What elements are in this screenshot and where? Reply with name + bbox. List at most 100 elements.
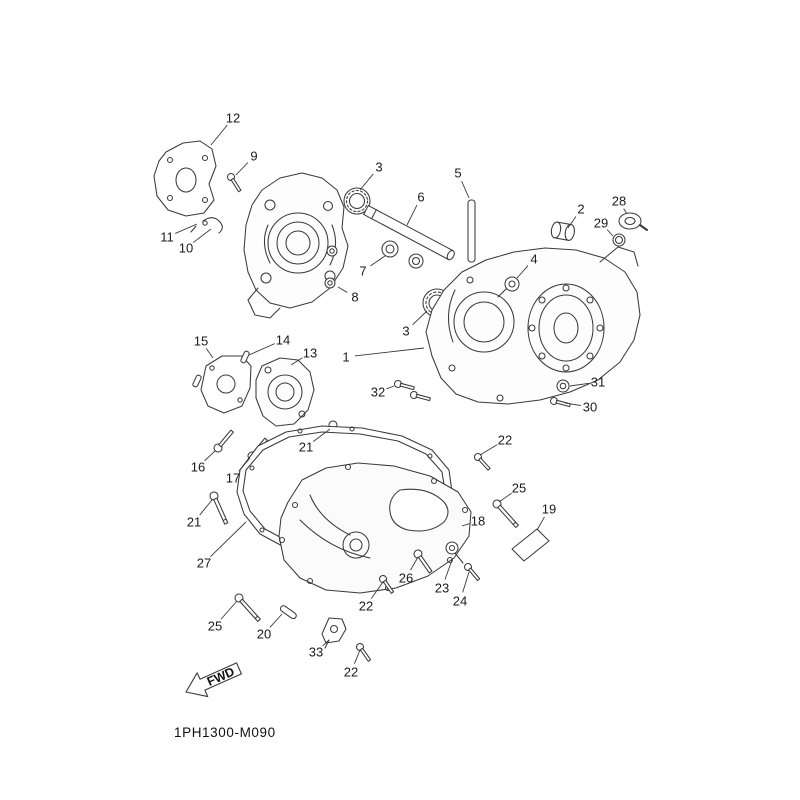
callout-leader xyxy=(564,402,582,407)
bolts-8-drawing xyxy=(324,245,338,289)
callout-label: 7 xyxy=(359,264,366,279)
washer-31-drawing xyxy=(556,379,570,393)
callout-label: 31 xyxy=(591,375,605,390)
callout-label: 27 xyxy=(197,556,211,571)
callout-leader xyxy=(567,216,577,229)
key-23-drawing xyxy=(445,541,464,564)
callout-leader xyxy=(370,581,384,599)
callout-label: 29 xyxy=(594,216,608,231)
washer-7-drawing xyxy=(381,240,424,269)
callout-label: 3 xyxy=(402,324,409,339)
fwd-arrow-outline xyxy=(185,662,242,698)
studs-14-drawing xyxy=(192,350,250,388)
callout-label: 28 xyxy=(612,194,626,209)
callout-label: 12 xyxy=(226,111,240,126)
bolt-24-drawing xyxy=(462,561,482,583)
callout-leader xyxy=(444,559,453,580)
callout-leader xyxy=(461,181,470,199)
callout-label: 5 xyxy=(454,166,461,181)
callout-label: 25 xyxy=(208,619,222,634)
bolt-30-drawing xyxy=(549,396,572,410)
callout-leader xyxy=(312,428,331,442)
callout-label: 19 xyxy=(542,502,556,517)
callout-leader xyxy=(536,516,545,531)
bolts-32-drawing xyxy=(393,379,432,404)
clamp-4-drawing xyxy=(497,276,520,298)
callout-leader xyxy=(386,385,395,390)
callout-label: 30 xyxy=(583,400,597,415)
callout-label: 8 xyxy=(351,290,358,305)
callout-label: 16 xyxy=(191,460,205,475)
bolt-22a-drawing xyxy=(472,451,493,473)
shaft-6-drawing xyxy=(363,205,455,261)
callout-label: 6 xyxy=(417,190,424,205)
callout-leader xyxy=(353,649,361,664)
callout-leader xyxy=(479,444,498,456)
callout-label: 22 xyxy=(498,433,512,448)
callout-leader xyxy=(406,204,418,226)
callout-label: 11 xyxy=(160,230,174,245)
bolt-21-left-drawing xyxy=(208,490,231,526)
callout-leader xyxy=(359,173,374,191)
fwd-label: FWD xyxy=(205,665,237,689)
part-code-text: 1PH1300-M090 xyxy=(174,725,276,740)
callout-label: 24 xyxy=(453,594,467,609)
callout-label: 21 xyxy=(187,515,201,530)
pin-5-drawing xyxy=(467,199,476,263)
bolt-16-drawing xyxy=(211,428,236,455)
gasket-15-drawing xyxy=(200,355,252,414)
callout-label: 14 xyxy=(276,333,290,348)
callout-leader xyxy=(354,347,425,357)
callout-leader xyxy=(569,382,590,387)
callout-label: 21 xyxy=(299,440,313,455)
diagram-artwork xyxy=(153,140,648,664)
callout-leader xyxy=(210,521,247,558)
cap-28-drawing xyxy=(618,212,648,231)
callout-leader xyxy=(623,208,628,215)
callout-leader xyxy=(516,265,529,279)
callout-label: 9 xyxy=(250,149,257,164)
callout-label: 33 xyxy=(309,645,323,660)
callout-label: 2 xyxy=(577,202,584,217)
callout-leader xyxy=(199,499,213,516)
callout-leader xyxy=(322,639,330,647)
plate-19-drawing xyxy=(511,528,550,562)
bearing-3-upper-drawing xyxy=(343,187,371,215)
bracket-33-drawing xyxy=(321,617,347,649)
callout-label: 18 xyxy=(471,514,485,529)
callout-leader xyxy=(220,600,238,620)
callout-label: 10 xyxy=(179,241,193,256)
callout-leader xyxy=(238,457,251,472)
callout-label: 22 xyxy=(359,599,373,614)
bolt-22c-drawing xyxy=(354,641,373,664)
callout-leader xyxy=(461,523,470,527)
callout-leader xyxy=(210,124,228,146)
callout-leader xyxy=(410,556,419,571)
callout-leader xyxy=(462,571,470,593)
callout-leader xyxy=(269,613,283,628)
callout-leader xyxy=(175,223,198,234)
callout-label: 32 xyxy=(371,385,385,400)
callout-label: 25 xyxy=(512,481,526,496)
callout-label: 22 xyxy=(344,665,358,680)
oring-29-drawing xyxy=(612,233,626,247)
callout-leader xyxy=(412,310,428,326)
crankcase-main-drawing xyxy=(425,246,641,405)
callout-label: 26 xyxy=(399,571,413,586)
callout-leader xyxy=(204,450,216,462)
pin-20-drawing xyxy=(279,605,297,620)
bolt-25-left-drawing xyxy=(232,591,263,624)
callout-leader xyxy=(606,229,614,237)
bushing-2-drawing xyxy=(550,221,575,241)
callout-label: 23 xyxy=(435,581,449,596)
pump-13-drawing xyxy=(255,357,315,427)
fwd-arrow: FWD xyxy=(185,662,242,698)
bolt-25-right-drawing xyxy=(490,497,521,530)
cover-18-drawing xyxy=(278,462,472,594)
callout-label: 1 xyxy=(342,350,349,365)
callout-label: 13 xyxy=(303,346,317,361)
callout-label: 15 xyxy=(194,334,208,349)
